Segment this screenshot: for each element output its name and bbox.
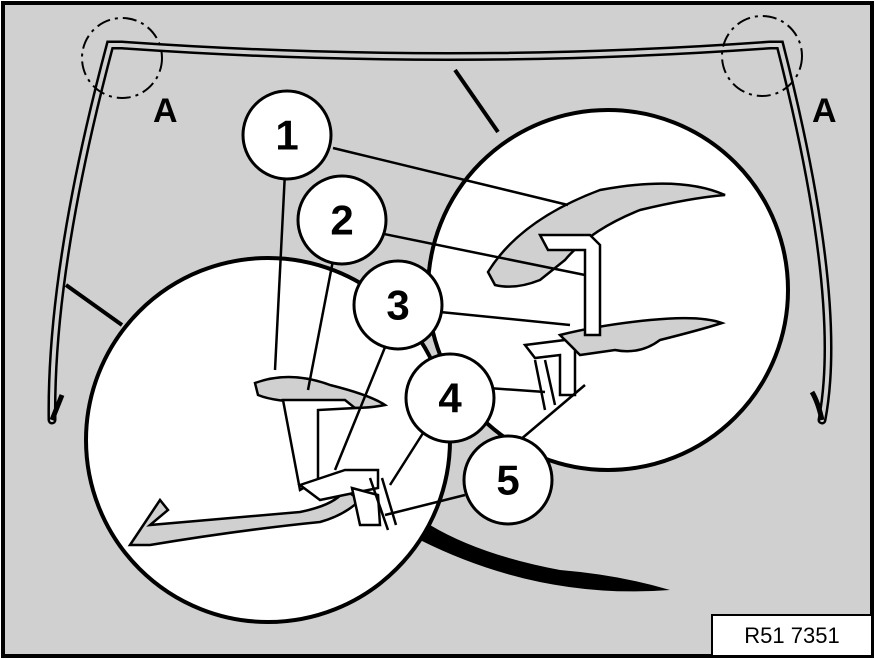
callout-label-5: 5	[496, 457, 519, 504]
callout-label-4: 4	[438, 375, 462, 422]
callout-circle-3: 3	[352, 259, 444, 351]
callout-circle-2: 2	[296, 174, 388, 266]
callout-leaders	[273, 146, 586, 517]
detail-marker-right: A	[812, 92, 837, 130]
callout-circle-5: 5	[462, 434, 554, 526]
seal-profile-left	[127, 375, 398, 547]
callout-circle-1: 1	[241, 89, 333, 181]
shadow-band	[420, 525, 670, 592]
callout-label-2: 2	[330, 197, 353, 244]
magnify-leaders	[64, 68, 500, 327]
callout-label-3: 3	[386, 282, 409, 329]
reference-code: R51 7351	[744, 623, 839, 648]
detail-circle-right	[721, 15, 803, 97]
reference-code-box: R51 7351	[711, 614, 873, 657]
callout-label-1: 1	[275, 112, 298, 159]
detail-marker-left: A	[153, 92, 178, 130]
windshield-outline	[47, 40, 833, 425]
callout-circle-4: 4	[404, 352, 496, 444]
detail-circle-left	[81, 17, 163, 99]
seal-profile-right	[486, 182, 726, 411]
